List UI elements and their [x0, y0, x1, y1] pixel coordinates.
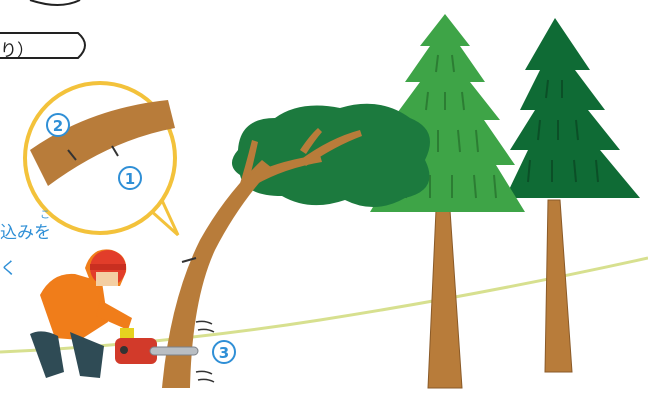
vibration-marks [196, 321, 214, 382]
instruction-line-1: 込みを [0, 218, 51, 243]
leaning-tree-foliage [232, 104, 430, 207]
header-pill-label: り） [0, 36, 34, 61]
svg-text:3: 3 [219, 344, 229, 362]
top-arc [30, 0, 80, 5]
marker-2: 2 [47, 114, 69, 136]
marker-1: 1 [119, 167, 141, 189]
marker-3: 3 [213, 341, 235, 363]
svg-text:1: 1 [125, 170, 135, 188]
svg-text:2: 2 [53, 117, 63, 135]
conifer-tree-dark [505, 18, 640, 372]
instruction-line-2: く [0, 254, 17, 279]
